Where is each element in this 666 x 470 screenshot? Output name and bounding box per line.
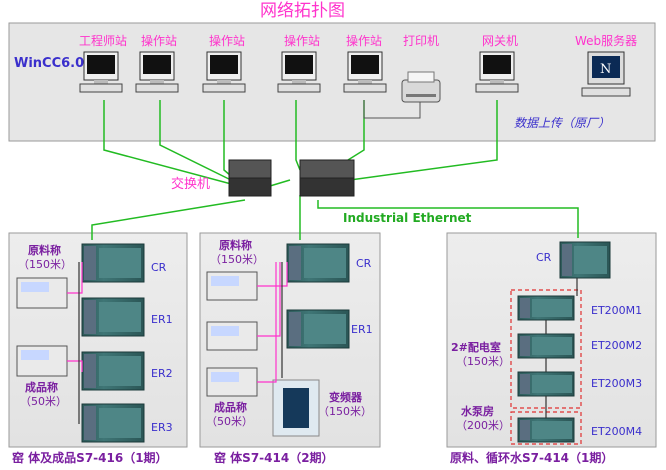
station-label-op2: 操作站 [209,34,246,48]
station-label-engineer: 工程师站 [79,34,128,48]
right-et200m3: ET200M3 [591,377,643,390]
rack-bus [78,262,578,424]
mid-rack-er1: ER1 [351,323,373,336]
scale-instruments [16,271,258,397]
left-prod-len: （50米） [20,395,67,408]
right-et200m2: ET200M2 [591,339,643,352]
mid-vfd-len: （150米） [318,405,372,418]
mid-raw-len: （150米） [210,253,264,266]
field-wiring [67,262,288,383]
right-rack-cr: CR [536,251,552,264]
right-caption: 原料、循环水S7-414（1期） [450,451,614,465]
left-caption: 窑 体及成品S7-416（1期） [12,451,168,465]
diagram-title: 网络拓扑图 [260,1,345,21]
vfd-icon [272,379,320,437]
system-label: WinCC6.0 [14,56,85,71]
left-raw-scale: 原料称 [28,244,61,257]
right-pump-len: （200米） [456,419,510,432]
left-rack-cr: CR [151,261,167,274]
left-rack-er3: ER3 [151,421,173,434]
network-label: Industrial Ethernet [343,211,472,225]
printer-icon [401,71,441,103]
upload-note: 数据上传（原厂） [514,116,611,130]
mid-prod-scale: 成品称 [214,401,247,414]
station-computers: N [79,51,631,97]
mid-vfd: 变频器 [329,391,362,404]
left-prod-scale: 成品称 [25,381,58,394]
station-label-op4: 操作站 [346,34,383,48]
switch-icon [228,159,355,197]
left-raw-len: （150米） [18,258,72,271]
right-room2: 2#配电室 [451,341,501,354]
mid-prod-len: （50米） [206,415,253,428]
printer-link [363,100,421,119]
switch-label: 交换机 [171,177,211,192]
station-label-web: Web服务器 [575,34,638,48]
station-label-op1: 操作站 [141,34,178,48]
plc-racks [81,241,611,443]
left-rack-er2: ER2 [151,367,173,380]
right-pump: 水泵房 [461,405,494,418]
operator-level-panel [8,22,656,142]
right-room2-len: （150米） [456,355,510,368]
station-label-gateway: 网关机 [482,34,519,48]
ethernet-lines [91,100,579,240]
mid-caption: 窑 体S7-414（2期） [214,451,334,465]
mid-raw-scale: 原料称 [219,239,252,252]
left-rack-er1: ER1 [151,313,173,326]
right-et200m4: ET200M4 [591,425,643,438]
station-label-op3: 操作站 [284,34,321,48]
svg-text:N: N [600,62,611,77]
mid-rack-cr: CR [356,257,372,270]
station-label-printer: 打印机 [403,34,440,48]
right-et200m1: ET200M1 [591,304,643,317]
